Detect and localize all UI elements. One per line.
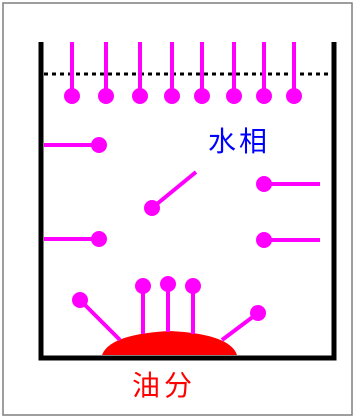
surface-molecule xyxy=(194,42,210,104)
free-molecule xyxy=(44,137,107,153)
molecule-head xyxy=(72,292,88,308)
molecule-tail xyxy=(150,170,198,210)
free-molecule xyxy=(256,232,320,248)
molecule-head xyxy=(185,278,201,294)
oil-molecule-group xyxy=(72,276,266,342)
molecule-head xyxy=(194,88,210,104)
oil-molecule xyxy=(72,292,122,342)
oil-molecule xyxy=(135,278,151,334)
surface-molecule xyxy=(64,42,80,104)
outer-frame xyxy=(2,2,353,416)
surface-molecule xyxy=(132,42,148,104)
molecule-head xyxy=(226,88,242,104)
oil-molecule xyxy=(185,278,201,334)
surface-molecule xyxy=(256,42,272,104)
free-molecule xyxy=(44,231,107,247)
molecule-head xyxy=(286,88,302,104)
molecule-head xyxy=(91,137,107,153)
molecule-head xyxy=(164,88,180,104)
molecule-head xyxy=(64,88,80,104)
container-wall xyxy=(38,42,337,361)
oil-droplet xyxy=(102,331,237,355)
molecule-head xyxy=(250,305,266,321)
molecule-head xyxy=(256,176,272,192)
surface-molecule xyxy=(226,42,242,104)
molecule-head xyxy=(91,231,107,247)
free-molecule xyxy=(256,176,320,192)
free-molecule xyxy=(144,170,198,216)
molecule-head xyxy=(144,200,160,216)
molecule-head xyxy=(256,232,272,248)
surface-molecule xyxy=(164,42,180,104)
surface-molecule xyxy=(286,42,302,104)
oil-phase-label: 油分 xyxy=(132,369,197,402)
molecule-head xyxy=(160,276,176,292)
molecule-head xyxy=(132,88,148,104)
molecule-head xyxy=(256,88,272,104)
oil-molecule xyxy=(160,276,176,332)
molecule-head xyxy=(135,278,151,294)
water-phase-label: 水相 xyxy=(208,125,271,158)
surface-molecule xyxy=(98,42,114,104)
molecule-head xyxy=(98,88,114,104)
oil-molecule xyxy=(220,305,266,342)
surface-molecule-group xyxy=(64,42,302,104)
free-molecule-group xyxy=(44,137,320,248)
molecule-tail xyxy=(78,298,122,342)
